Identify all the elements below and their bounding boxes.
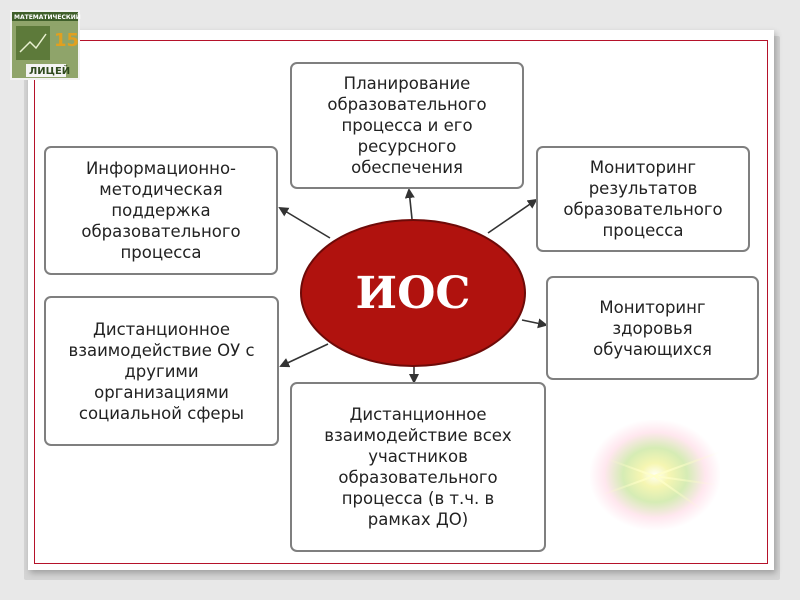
center-label: ИОС bbox=[355, 267, 471, 319]
node-remote-all: Дистанционное взаимодействие всех участн… bbox=[290, 382, 546, 552]
slide-frame bbox=[34, 40, 768, 564]
logo-bottom-text: ЛИЦЕЙ bbox=[29, 64, 70, 77]
lyceum-logo: МАТЕМАТИЧЕСКИЙ 15 ЛИЦЕЙ bbox=[10, 10, 81, 80]
arrow-to-remote-ou bbox=[279, 343, 329, 368]
node-monitoring-results: Мониторинг результатов образовательного … bbox=[536, 146, 750, 252]
node-planning: Планирование образовательного процесса и… bbox=[290, 62, 524, 189]
arrow-to-health-monitoring bbox=[521, 318, 548, 329]
arrow-to-planning bbox=[404, 188, 415, 220]
node-health-monitoring: Мониторинг здоровья обучающихся bbox=[546, 276, 759, 380]
center-ellipse: ИОС bbox=[300, 219, 526, 367]
node-info-support: Информационно- методическая поддержка об… bbox=[44, 146, 278, 275]
logo-top-text: МАТЕМАТИЧЕСКИЙ bbox=[14, 13, 81, 21]
logo-number: 15 bbox=[54, 30, 79, 51]
arrow-to-monitoring-results bbox=[487, 198, 538, 234]
node-remote-ou: Дистанционное взаимодействие ОУ с другим… bbox=[44, 296, 279, 446]
arrow-to-info-support bbox=[278, 206, 331, 239]
